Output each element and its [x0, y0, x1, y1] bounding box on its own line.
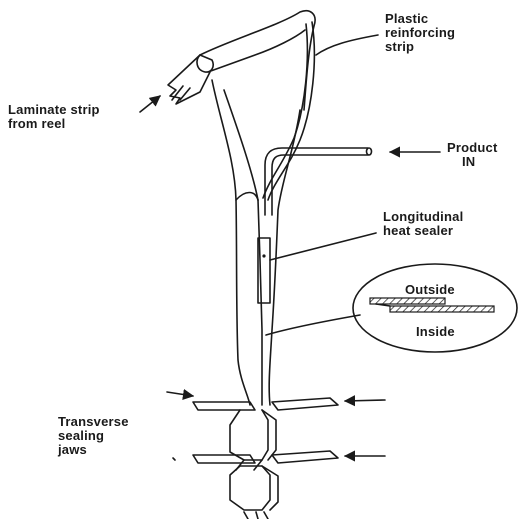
heat-sealer-label: Longitudinal heat sealer	[383, 210, 463, 238]
arrows	[140, 96, 440, 460]
upper-sealing-jaws	[193, 398, 338, 410]
lower-left-jaw-tick	[173, 458, 175, 460]
sealing-jaws-label: Transverse sealing jaws	[58, 415, 129, 457]
laminate-arrow	[140, 96, 160, 112]
product-in-label: Product IN	[447, 141, 498, 169]
upper-right-jaw-arrow	[345, 400, 385, 401]
inside-label: Inside	[416, 325, 455, 339]
outside-label: Outside	[405, 283, 455, 297]
upper-left-jaw-arrow	[167, 392, 193, 396]
sealed-pouches	[230, 410, 278, 519]
plastic-strip-label: Plastic reinforcing strip	[385, 12, 455, 54]
product-pipe	[265, 148, 372, 215]
laminate-reel	[168, 11, 315, 110]
laminate-strip-label: Laminate strip from reel	[8, 103, 100, 131]
film-tube	[212, 80, 300, 405]
